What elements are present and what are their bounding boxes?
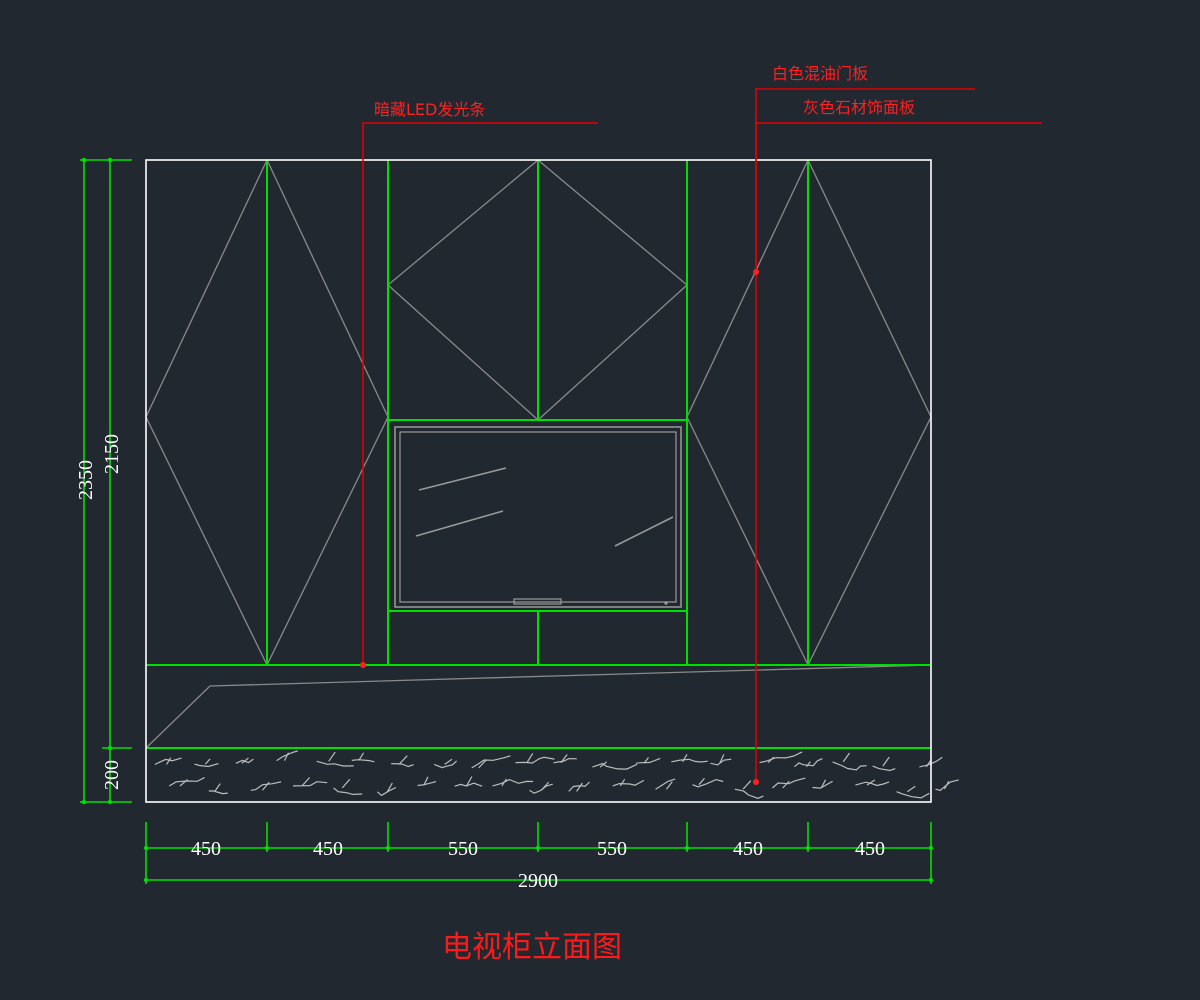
dim-total-height: 2350 bbox=[75, 460, 97, 500]
label-grey-stone: 灰色石材饰面板 bbox=[803, 98, 915, 117]
marble-vein bbox=[772, 777, 806, 789]
marble-vein-branch bbox=[576, 782, 583, 792]
marble-vein bbox=[794, 758, 823, 768]
marble-vein-branch bbox=[261, 781, 270, 791]
marble-vein-branch bbox=[866, 779, 876, 786]
dim-base-height: 200 bbox=[101, 760, 123, 790]
marble-vein bbox=[250, 781, 282, 791]
marble-vein bbox=[433, 760, 458, 769]
marble-vein bbox=[333, 787, 363, 796]
marble-vein-branch bbox=[540, 781, 550, 791]
marble-vein bbox=[515, 756, 555, 764]
label-hidden-led: 暗藏LED发光条 bbox=[374, 100, 485, 119]
marble-vein bbox=[832, 761, 867, 771]
marble-vein-branch bbox=[906, 785, 916, 793]
marble-vein-branch bbox=[465, 776, 473, 787]
marble-vein bbox=[671, 758, 708, 763]
marble-vein-branch bbox=[943, 780, 950, 790]
tv-screen bbox=[394, 426, 682, 608]
marble-vein bbox=[759, 751, 803, 764]
marble-vein bbox=[896, 791, 930, 799]
marble-vein bbox=[351, 759, 375, 763]
marble-vein-branch bbox=[179, 779, 188, 787]
marble-vein-branch bbox=[560, 754, 568, 764]
marble-vein bbox=[529, 783, 553, 794]
marble-base-texture bbox=[154, 750, 959, 799]
drawing-title: 电视柜立面图 bbox=[442, 930, 622, 965]
marble-vein bbox=[316, 760, 354, 767]
marble-vein bbox=[872, 765, 896, 772]
marble-vein bbox=[471, 755, 511, 769]
marble-vein bbox=[235, 758, 254, 764]
marble-vein bbox=[154, 757, 182, 766]
marble-vein bbox=[194, 763, 219, 768]
marble-vein-branch bbox=[643, 757, 649, 764]
marble-vein bbox=[292, 781, 328, 787]
marble-vein bbox=[492, 778, 534, 787]
marble-vein-branch bbox=[599, 761, 608, 768]
marble-vein-branch bbox=[341, 778, 351, 789]
marble-vein-branch bbox=[444, 758, 453, 765]
marble-vein-branch bbox=[358, 752, 365, 761]
dim-segment-5: 450 bbox=[733, 838, 763, 860]
marble-vein bbox=[391, 763, 414, 768]
marble-vein-branch bbox=[423, 776, 429, 786]
marble-vein-branch bbox=[698, 777, 705, 786]
marble-vein bbox=[855, 781, 890, 787]
marble-vein-branch bbox=[501, 778, 507, 787]
marble-vein-branch bbox=[386, 782, 393, 793]
marble-vein-branch bbox=[526, 752, 534, 763]
marble-vein bbox=[553, 757, 577, 764]
marble-vein bbox=[692, 778, 724, 788]
segment-dimension-labels: 450 450 550 550 450 450 bbox=[191, 838, 885, 860]
marble-vein-branch bbox=[619, 778, 626, 787]
dim-segment-2: 450 bbox=[313, 838, 343, 860]
marble-vein bbox=[812, 780, 833, 789]
marble-vein-branch bbox=[241, 757, 249, 764]
marble-vein-branch bbox=[399, 755, 408, 765]
marble-vein bbox=[734, 788, 764, 799]
vertical-dimensions bbox=[80, 158, 132, 803]
marble-vein bbox=[655, 778, 676, 790]
marble-vein-branch bbox=[301, 777, 311, 787]
marble-vein-branch bbox=[204, 758, 211, 765]
marble-vein-branch bbox=[842, 752, 850, 763]
leader-lines bbox=[362, 88, 1042, 782]
dim-segment-1: 450 bbox=[191, 838, 221, 860]
dim-segment-4: 550 bbox=[597, 838, 627, 860]
dim-upper-height: 2150 bbox=[101, 434, 123, 474]
dim-segment-6: 450 bbox=[855, 838, 885, 860]
marble-vein-branch bbox=[767, 756, 775, 764]
horizontal-dim-ticks bbox=[143, 845, 934, 883]
dim-total-width: 2900 bbox=[518, 870, 558, 892]
marble-vein bbox=[612, 779, 645, 787]
marble-vein bbox=[417, 781, 437, 787]
marble-vein-branch bbox=[782, 780, 790, 789]
marble-vein bbox=[208, 790, 228, 795]
marble-vein bbox=[377, 786, 397, 797]
dim-segment-3: 550 bbox=[448, 838, 478, 860]
marble-vein bbox=[168, 776, 205, 787]
marble-vein-branch bbox=[666, 781, 673, 790]
marble-vein bbox=[635, 757, 661, 764]
marble-vein-branch bbox=[166, 757, 172, 765]
leader-dots bbox=[360, 269, 759, 785]
marble-vein-branch bbox=[742, 780, 752, 790]
marble-vein-branch bbox=[719, 754, 725, 764]
vertical-dim-ticks bbox=[81, 157, 113, 805]
label-white-door: 白色混油门板 bbox=[772, 64, 868, 83]
marble-vein-branch bbox=[682, 753, 688, 763]
marble-vein-branch bbox=[214, 783, 221, 792]
marble-vein bbox=[935, 779, 959, 792]
marble-vein-branch bbox=[805, 761, 811, 768]
marble-vein-branch bbox=[328, 751, 336, 762]
cabinet-outline bbox=[145, 159, 932, 803]
marble-vein bbox=[592, 762, 638, 770]
marble-vein-branch bbox=[478, 759, 487, 769]
marble-vein-branch bbox=[820, 779, 827, 788]
panel-divisions bbox=[146, 160, 931, 749]
marble-vein-branch bbox=[283, 752, 290, 761]
marble-vein-branch bbox=[882, 756, 890, 767]
